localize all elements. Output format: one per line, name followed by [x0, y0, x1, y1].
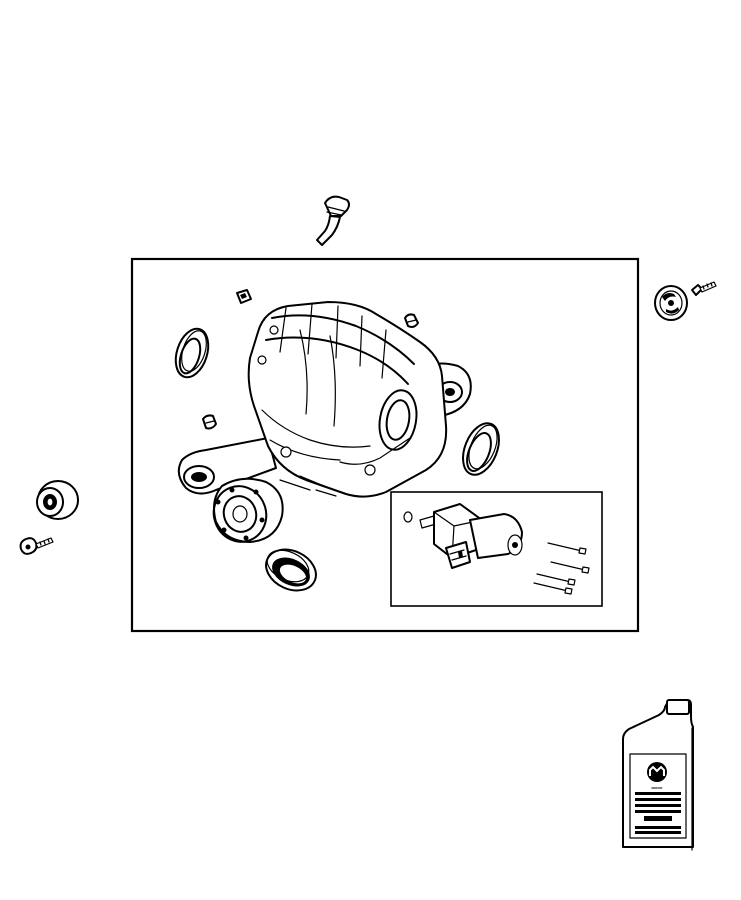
actuator-inset-frame — [390, 491, 603, 607]
axle-shaft-seal-upper-left[interactable] — [170, 325, 214, 382]
main-assembly-frame — [130, 257, 640, 633]
mount-bushing-left[interactable] — [36, 480, 79, 520]
actuator-bolt-3[interactable] — [536, 573, 576, 586]
brand-mark: MOPAR — [652, 786, 664, 790]
axle-vent-tube[interactable] — [316, 195, 350, 246]
actuator-bolt-1[interactable] — [547, 542, 587, 555]
axle-shaft-seal-right[interactable] — [456, 418, 506, 480]
mount-bolt-right[interactable] — [691, 281, 717, 296]
mount-bolt-left[interactable] — [19, 537, 54, 555]
mount-bushing-right[interactable] — [654, 285, 688, 321]
drain-plug-upper[interactable] — [404, 313, 419, 328]
pinion-seal[interactable] — [259, 542, 322, 598]
differential-housing[interactable] — [177, 301, 472, 549]
actuator-bolt-4[interactable] — [533, 582, 573, 595]
locker-actuator[interactable] — [403, 503, 523, 569]
actuator-bolt-2[interactable] — [550, 561, 590, 574]
fill-plug[interactable] — [236, 289, 252, 304]
drain-plug-lower[interactable] — [202, 414, 217, 430]
gear-oil-bottle[interactable]: MOPAR — [622, 699, 694, 851]
